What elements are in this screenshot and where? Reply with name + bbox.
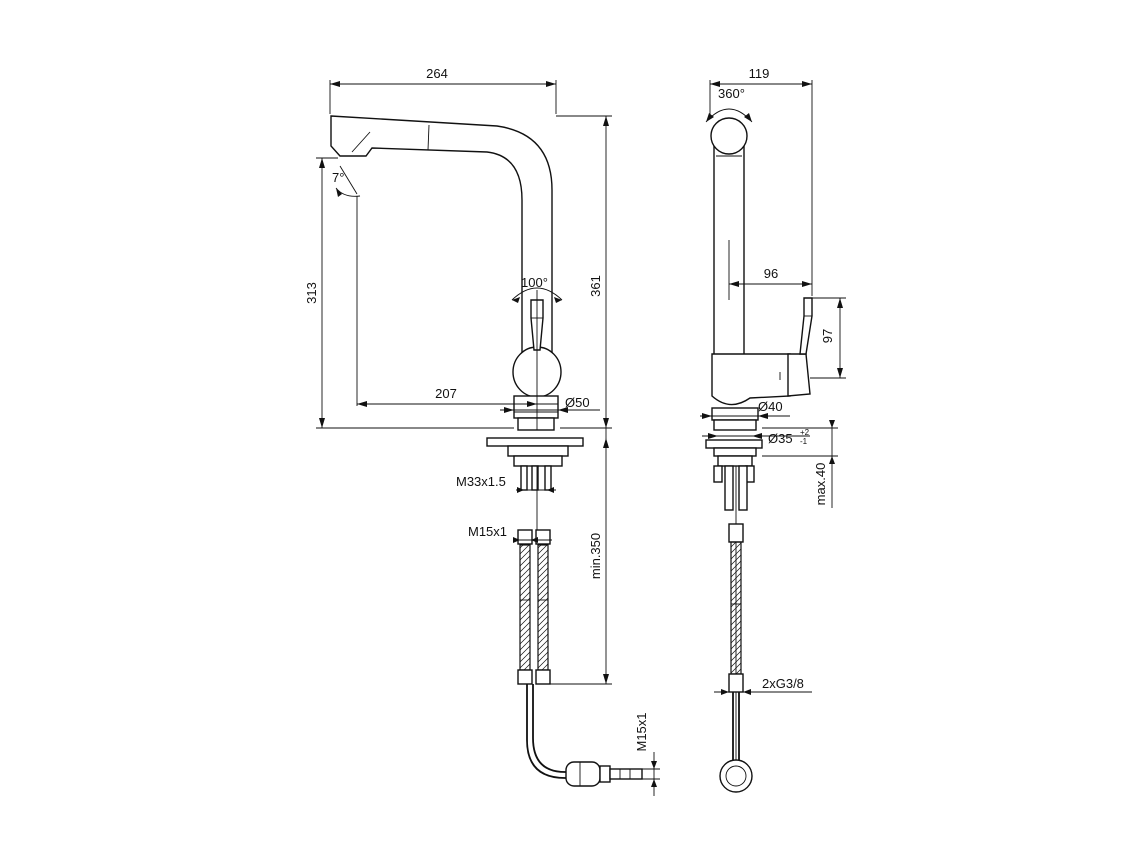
dim-lever-offset: 96 (764, 266, 778, 281)
dim-hose-length: min.350 (588, 533, 603, 579)
front-spout (330, 115, 553, 371)
dim-base-diameter: Ø50 (565, 395, 590, 410)
front-view: 264 361 313 207 Ø50 7° 100° (304, 66, 660, 796)
dim-thread-main: M33x1.5 (456, 474, 506, 489)
dim-spout-reach: 207 (435, 386, 457, 401)
dim-lever-height: 97 (820, 329, 835, 343)
dim-depth-total: 119 (749, 66, 770, 81)
dim-connector-thread: M15x1 (634, 712, 649, 751)
dim-height-total: 361 (588, 275, 603, 297)
dim-hole-tol-upper: +2 (800, 428, 810, 437)
dim-hole-tol-lower: -1 (800, 437, 808, 446)
side-hose (730, 541, 742, 675)
dim-lever-angle: 100° (521, 275, 548, 290)
dim-width-total: 264 (426, 66, 448, 81)
dim-body-diameter: Ø40 (758, 399, 783, 414)
side-lever (799, 297, 813, 355)
side-body (711, 353, 791, 406)
dim-spray-angle: 7° (332, 170, 344, 185)
front-deck-plate (486, 437, 584, 447)
side-connector (719, 759, 753, 793)
dim-spout-height: 313 (304, 282, 319, 304)
front-quick-connector (565, 761, 601, 787)
front-hose-left (519, 544, 531, 671)
dim-rotation: 360° (718, 86, 745, 101)
dim-hole-diameter: Ø35 (768, 431, 793, 446)
dim-connection: 2xG3/8 (762, 676, 804, 691)
dim-thread-hose: M15x1 (468, 524, 507, 539)
front-hose-right (537, 544, 549, 671)
side-spout-head (710, 117, 748, 155)
side-view: 119 360° 96 97 Ø40 Ø35 +2 -1 (700, 66, 846, 793)
dim-deck-thickness: max.40 (813, 463, 828, 506)
